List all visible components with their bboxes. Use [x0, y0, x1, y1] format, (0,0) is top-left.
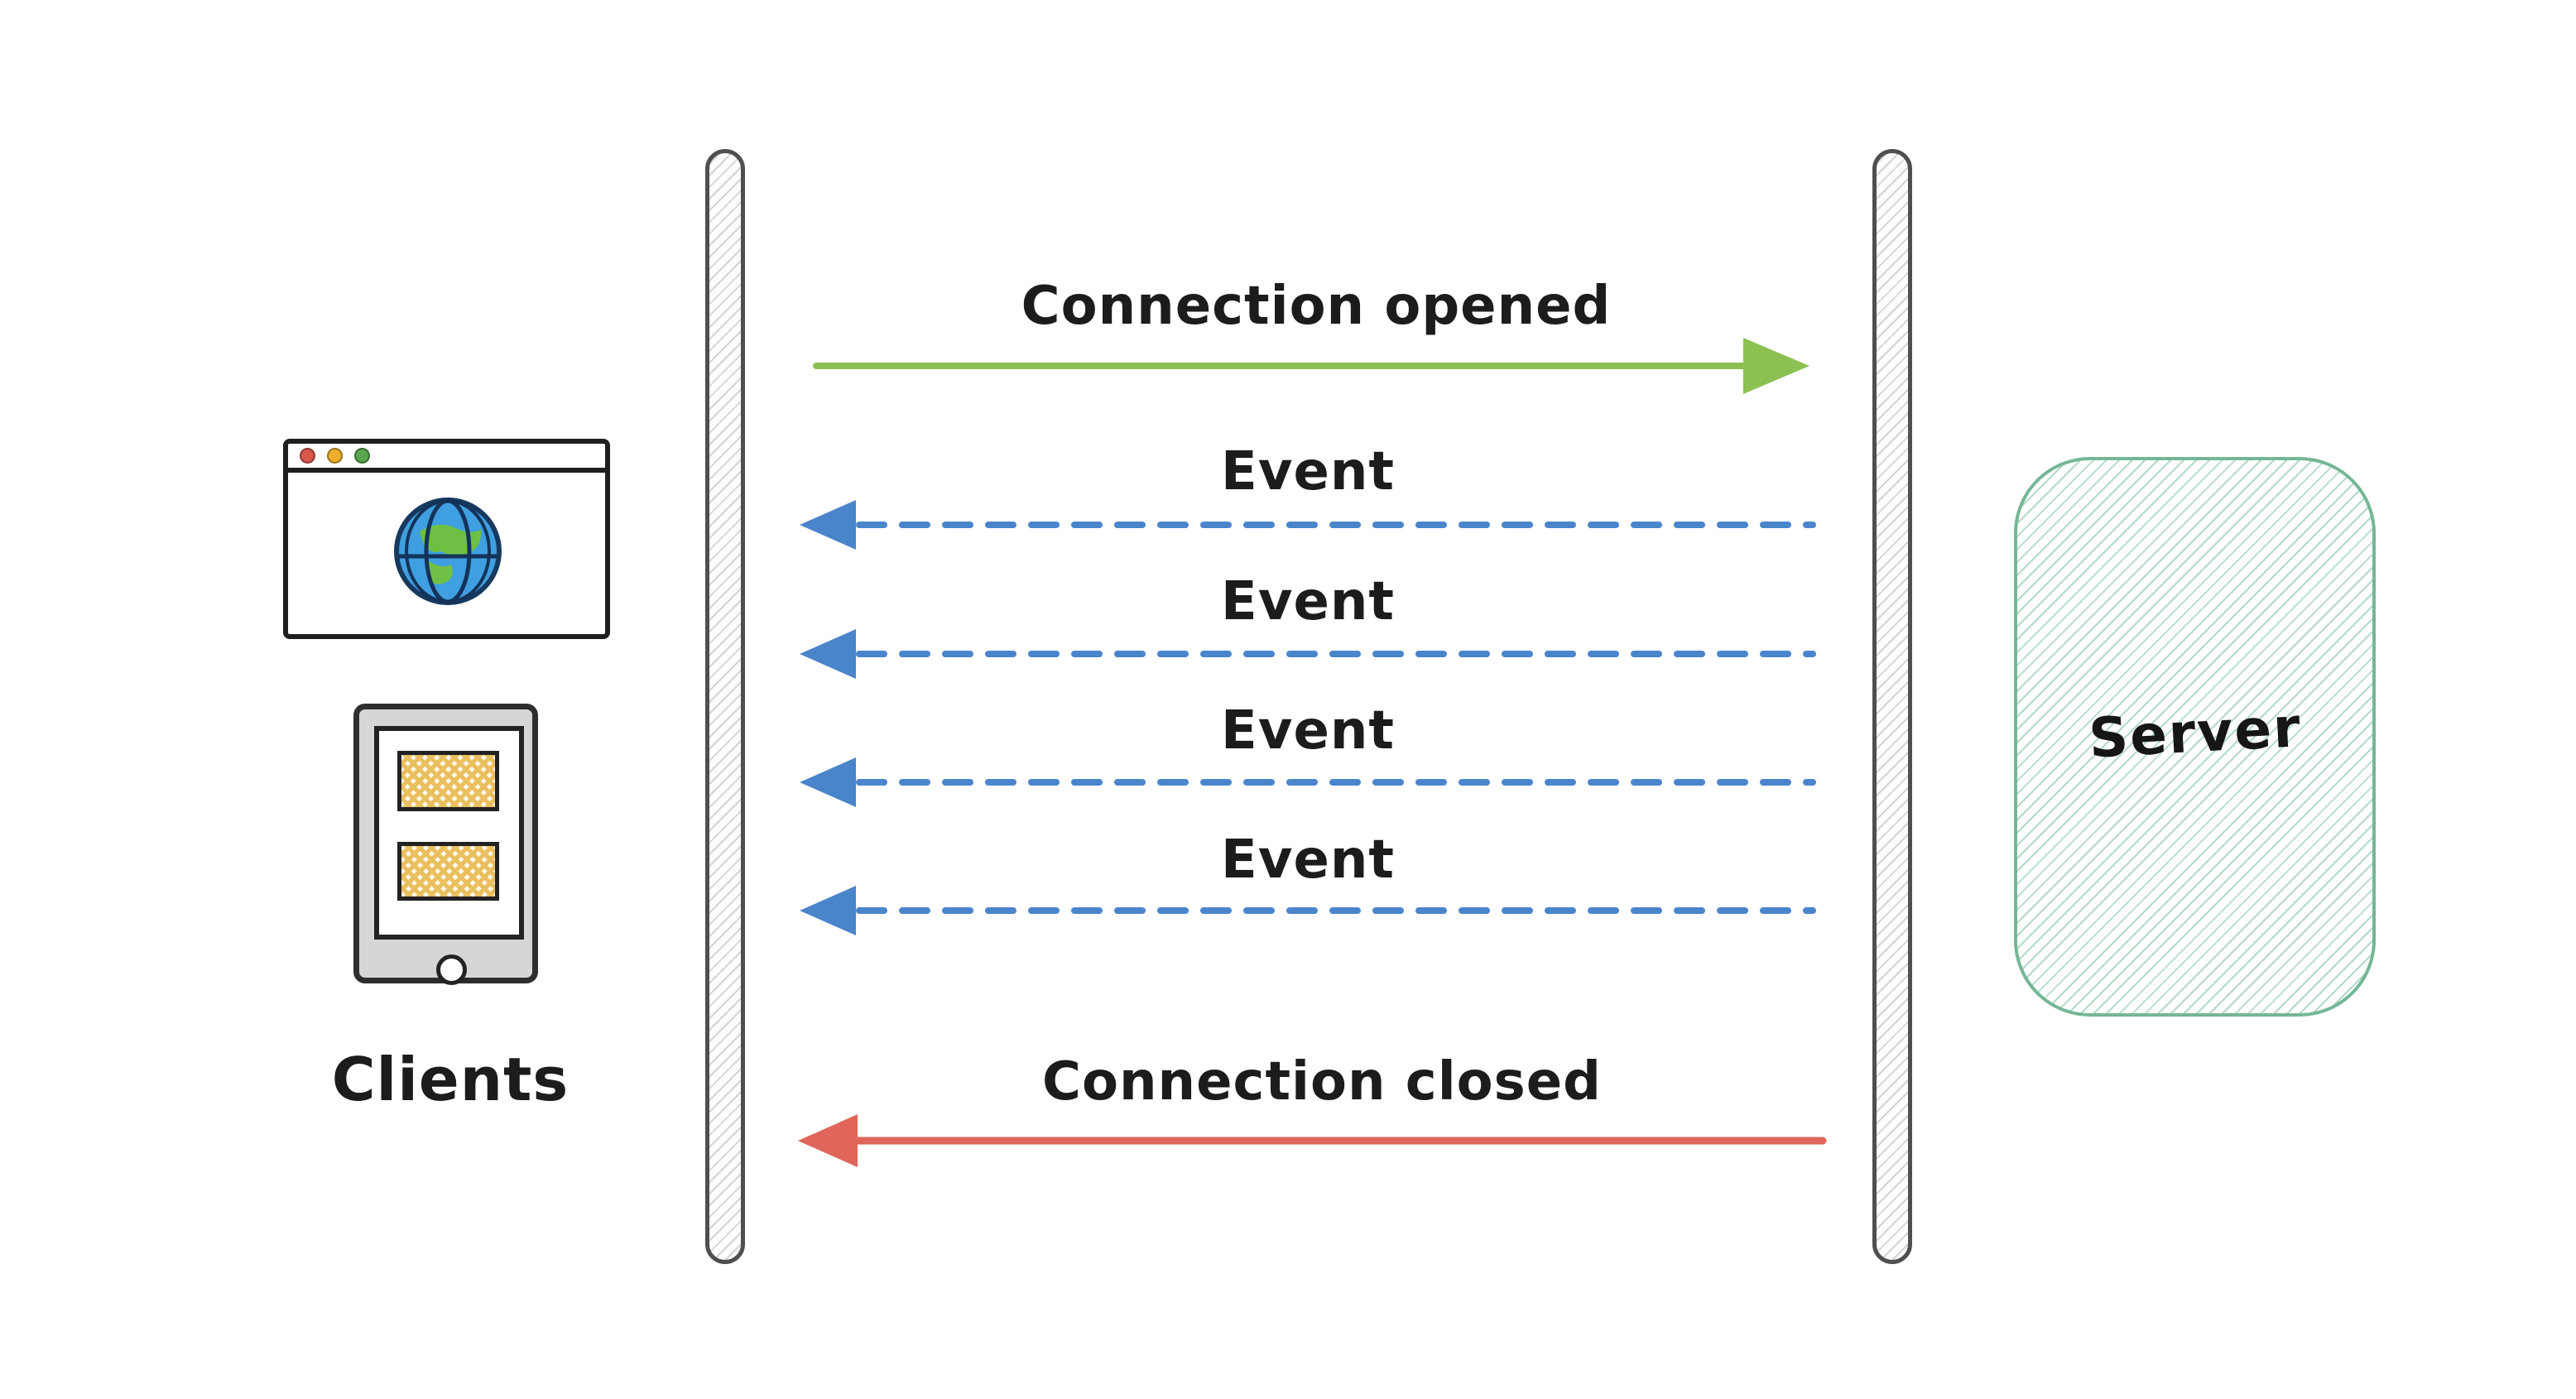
mobile-phone-icon: [353, 704, 538, 985]
phone-content-block: [397, 842, 499, 901]
phone-home-button-icon: [436, 954, 467, 985]
label-event-3: Event: [1221, 700, 1395, 762]
browser-titlebar: [288, 444, 605, 473]
arrow-event-3: [800, 757, 1816, 807]
window-dot-green-icon: [354, 448, 370, 464]
server-box: Server: [2014, 457, 2376, 1017]
browser-window-icon: [283, 439, 610, 639]
label-event-2: Event: [1221, 571, 1395, 632]
label-connection-opened: Connection opened: [1021, 276, 1612, 337]
window-dot-yellow-icon: [327, 448, 343, 464]
clients-label: Clients: [331, 1045, 570, 1114]
arrow-event-1: [800, 500, 1816, 550]
arrow-connection-closed: [798, 1114, 1827, 1167]
phone-screen: [374, 726, 524, 940]
arrow-event-4: [800, 886, 1816, 935]
arrow-connection-opened: [813, 338, 1809, 394]
server-label: Server: [2087, 695, 2303, 771]
label-event-4: Event: [1221, 829, 1395, 891]
window-dot-red-icon: [300, 448, 315, 464]
client-lifeline-bar: [705, 149, 745, 1264]
arrow-event-2: [800, 629, 1816, 679]
phone-content-block: [397, 751, 499, 811]
server-lifeline-bar: [1872, 149, 1912, 1264]
label-connection-closed: Connection closed: [1042, 1051, 1602, 1113]
label-event-1: Event: [1221, 441, 1395, 502]
globe-icon: [394, 498, 502, 605]
